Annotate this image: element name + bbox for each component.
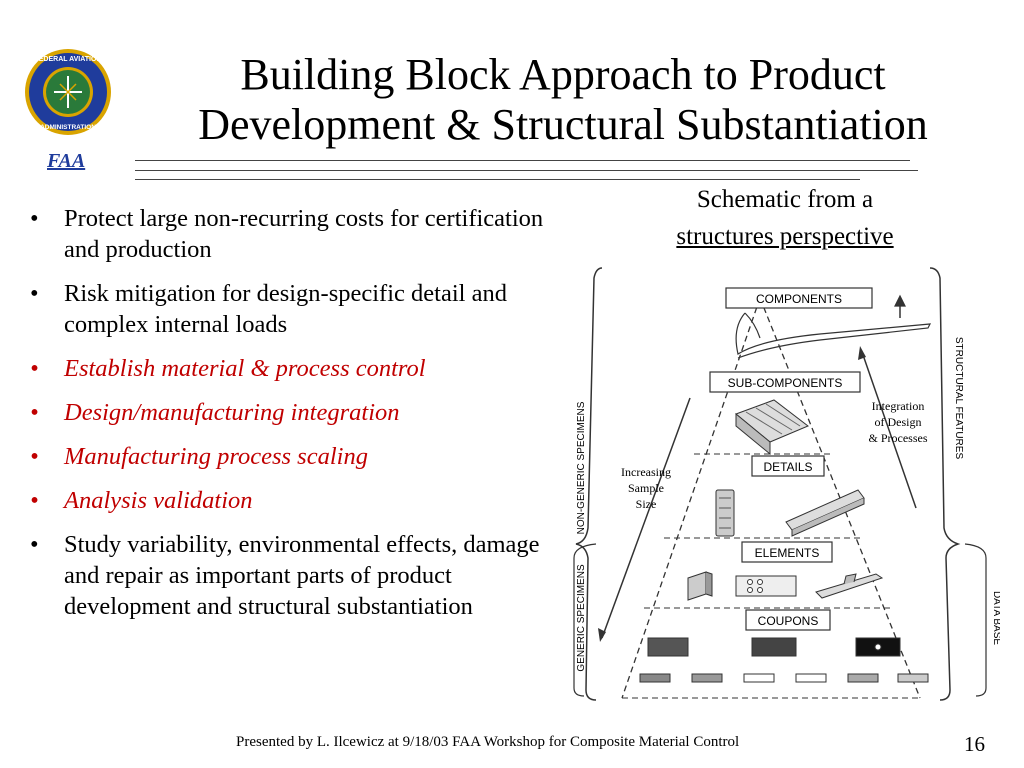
bullet-item: • Establish material & process control [28,353,563,384]
annotation-increasing: Size [636,497,657,511]
title-rule [135,179,860,180]
title-line-2: Development & Structural Substantiation [198,100,928,149]
level-elements: ELEMENTS [741,541,833,563]
bullet-mark: • [30,443,39,470]
bullet-item: • Risk mitigation for design-specific det… [28,278,563,340]
annotation-increasing: Sample [628,481,664,495]
pyramid-left-edge [621,297,761,699]
non-generic-label: NON-GENERIC SPECIMENS [576,401,587,534]
details-sketch [715,489,865,537]
schematic-caption: Schematic from a structures perspective [630,181,940,255]
level-details: DETAILS [751,455,825,477]
level-label: SUB-COMPONENTS [728,376,843,390]
bullet-text: Analysis validation [64,487,253,514]
svg-text:FEDERAL AVIATION: FEDERAL AVIATION [34,56,101,63]
bullet-text: Protect large non-recurring costs for ce… [64,205,544,263]
component-sketch [735,294,932,359]
bullet-text: Study variability, environmental effects… [64,531,540,620]
bullet-text: Risk mitigation for design-specific deta… [64,280,507,338]
annotation-integration: Integration [872,399,925,413]
bullet-item: • Manufacturing process scaling [28,441,563,472]
annotation-increasing: Increasing [621,465,671,479]
bullet-text: Manufacturing process scaling [64,443,368,470]
caption-line-2: structures perspective [676,223,894,250]
level-label: COUPONS [758,614,819,628]
slide-title: Building Block Approach to Product Devel… [128,50,998,150]
faa-seal-logo: FEDERAL AVIATION ADMINISTRATION [25,49,111,135]
increasing-arrow [601,397,691,639]
bullet-text: Design/manufacturing integration [64,399,400,426]
level-label: COMPONENTS [756,292,842,306]
svg-text:ADMINISTRATION: ADMINISTRATION [40,124,96,131]
bullet-list: • Protect large non-recurring costs for c… [28,203,563,635]
level-label: ELEMENTS [755,546,820,560]
bullet-mark: • [30,531,39,558]
bullet-mark: • [30,205,39,232]
faa-tag: FAA [47,150,86,172]
integration-arrow [861,351,917,509]
generic-label: GENERIC SPECIMENS [576,564,587,672]
bullet-item: • Study variability, environmental effect… [28,529,563,622]
left-bracket [575,267,603,701]
building-block-pyramid: COMPONENTS SUB-COMPONENTS DETAILS ELEMEN… [573,267,1000,701]
bullet-mark: • [30,487,39,514]
annotation-integration: & Processes [869,431,928,445]
level-label: DETAILS [763,460,812,474]
elements-sketch [687,571,884,601]
annotation-integration: of Design [875,415,922,429]
page-number: 16 [964,732,985,756]
level-sub-components: SUB-COMPONENTS [709,371,861,393]
title-rule [135,160,910,161]
bullet-text: Establish material & process control [64,355,426,382]
bullet-item: • Design/manufacturing integration [28,397,563,428]
bullet-item: • Analysis validation [28,485,563,516]
coupons-sketch [639,637,929,683]
right-bracket [929,267,961,701]
footer-credit: Presented by L. Ilcewicz at 9/18/03 FAA … [236,734,740,750]
bullet-mark: • [30,280,39,307]
level-coupons: COUPONS [745,609,831,631]
data-base-label: DATA BASE [991,591,1000,645]
level-components: COMPONENTS [725,287,873,309]
bullet-item: • Protect large non-recurring costs for c… [28,203,563,265]
bullet-mark: • [30,355,39,382]
caption-line-1: Schematic from a [696,186,874,213]
structural-features-label: STRUCTURAL FEATURES [953,337,964,460]
title-rule [135,170,918,171]
title-line-1: Building Block Approach to Product [240,50,886,99]
bullet-mark: • [30,399,39,426]
sub-component-sketch [735,399,809,456]
